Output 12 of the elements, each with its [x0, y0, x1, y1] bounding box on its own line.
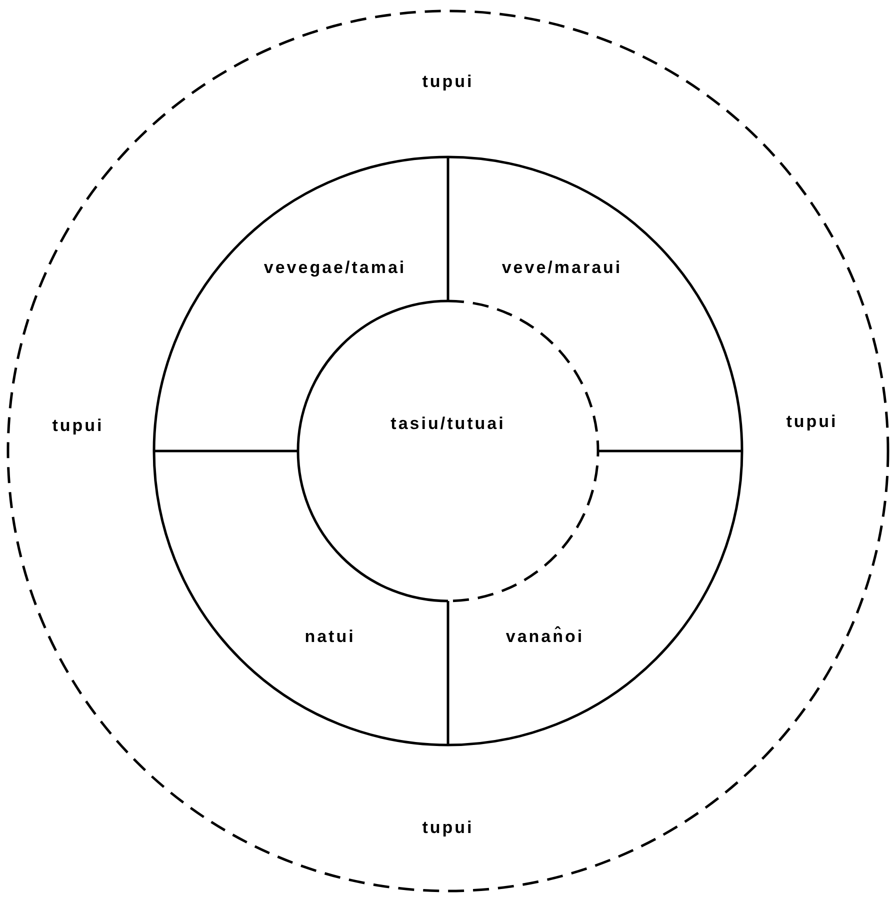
outer-dashed-circle	[8, 11, 888, 891]
region-label: vevegae/tamai	[264, 258, 406, 278]
region-label: veve/maraui	[502, 258, 622, 278]
region-label: tupui	[786, 412, 838, 432]
region-label: natui	[304, 627, 356, 647]
region-label: tupui	[52, 416, 104, 436]
region-label: tupui	[422, 818, 474, 838]
center-circle	[298, 301, 598, 601]
ring-circle	[154, 157, 742, 745]
region-label: vanan̂oi	[506, 627, 584, 647]
region-label: tasiu/tutuai	[390, 414, 506, 434]
region-label: tupui	[422, 72, 474, 92]
